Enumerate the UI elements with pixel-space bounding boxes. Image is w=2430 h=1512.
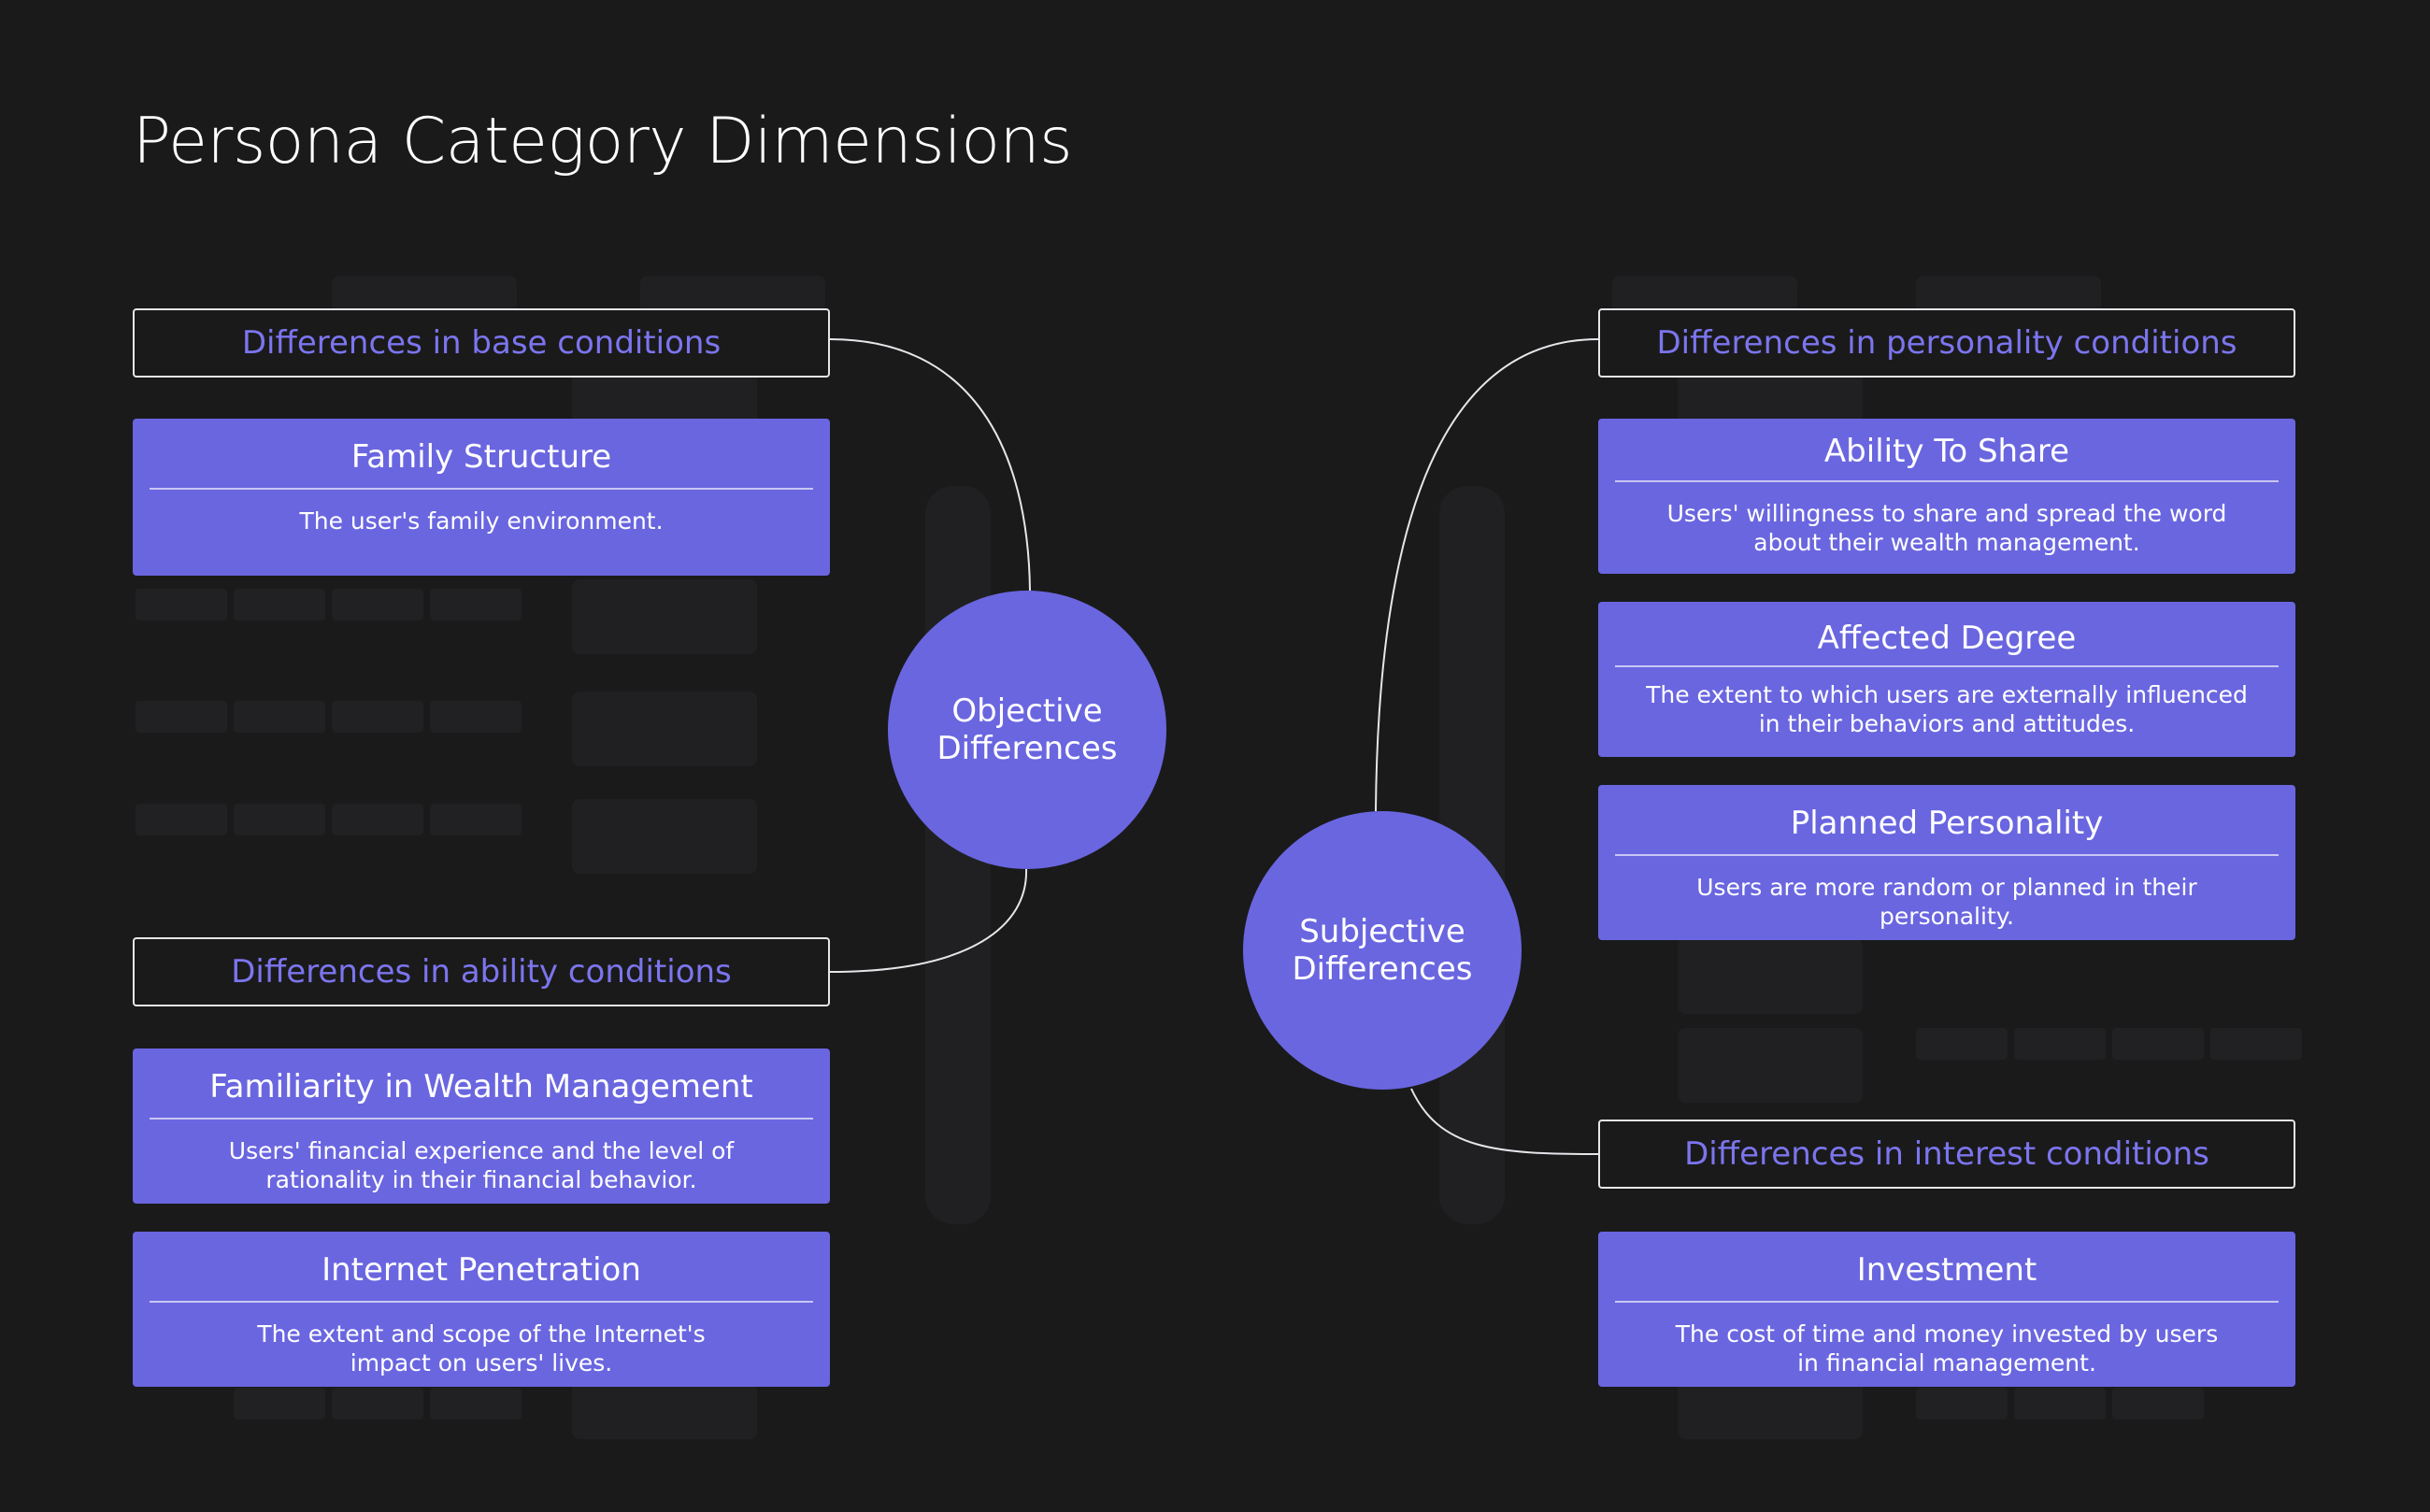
card-title: Family Structure <box>350 438 612 476</box>
card-title: Investment <box>1856 1251 2037 1289</box>
card-description: The user's family environment. <box>271 506 691 535</box>
subjective-differences-hub: Subjective Differences <box>1243 811 1522 1090</box>
card-desc-line: Users are more random or planned in thei… <box>1696 874 2197 930</box>
card-desc-line: The user's family environment. <box>299 507 664 535</box>
hub-line-1: Objective <box>951 692 1103 730</box>
card-title: Ability To Share <box>1823 433 2070 470</box>
card-family-structure: Family Structure The user's family envir… <box>133 419 830 576</box>
card-desc-line: The extent to which users are externally… <box>1646 681 2248 708</box>
group-header-base-conditions: Differences in base conditions <box>133 308 830 378</box>
card-affected-degree: Affected Degree The extent to which user… <box>1598 602 2295 757</box>
card-title: Planned Personality <box>1790 805 2104 842</box>
card-divider <box>150 1118 813 1120</box>
card-title: Affected Degree <box>1817 620 2077 657</box>
objective-differences-hub: Objective Differences <box>888 591 1166 869</box>
card-description: Users' willingness to share and spread t… <box>1639 499 2255 557</box>
group-header-label: Differences in base conditions <box>241 324 722 362</box>
card-description: Users are more random or planned in thei… <box>1598 873 2295 931</box>
card-desc-line: The extent and scope of the Internet's <box>257 1320 706 1348</box>
connector-interest <box>1410 1088 1599 1155</box>
card-internet-penetration: Internet Penetration The extent and scop… <box>133 1232 830 1387</box>
group-header-interest-conditions: Differences in interest conditions <box>1598 1120 2295 1189</box>
card-title: Internet Penetration <box>322 1251 641 1289</box>
card-title: Familiarity in Wealth Management <box>209 1068 753 1105</box>
card-desc-line: Users' willingness to share and spread t… <box>1666 500 2227 527</box>
card-divider <box>1615 480 2279 482</box>
connector-base <box>829 338 1031 592</box>
card-desc-line: in their behaviors and attitudes. <box>1758 710 2136 737</box>
card-ability-to-share: Ability To Share Users' willingness to s… <box>1598 419 2295 574</box>
connector-ability <box>829 868 1028 973</box>
card-desc-line: rationality in their financial behavior. <box>265 1166 697 1193</box>
card-desc-line: about their wealth management. <box>1753 529 2140 556</box>
card-desc-line: in financial management. <box>1797 1349 2096 1376</box>
card-desc-line: Users' financial experience and the leve… <box>228 1137 735 1164</box>
card-divider <box>1615 854 2279 856</box>
card-desc-line: impact on users' lives. <box>350 1349 613 1376</box>
group-header-personality-conditions: Differences in personality conditions <box>1598 308 2295 378</box>
card-investment: Investment The cost of time and money in… <box>1598 1232 2295 1387</box>
card-divider <box>150 488 813 490</box>
group-header-label: Differences in personality conditions <box>1656 324 2237 362</box>
card-planned-personality: Planned Personality Users are more rando… <box>1598 785 2295 940</box>
card-divider <box>1615 665 2279 667</box>
page-title: Persona Category Dimensions <box>133 105 1073 178</box>
group-header-label: Differences in ability conditions <box>231 953 732 991</box>
hub-line-1: Subjective <box>1299 913 1465 950</box>
card-description: The extent to which users are externally… <box>1618 680 2276 738</box>
card-description: The extent and scope of the Internet's i… <box>229 1319 733 1377</box>
card-divider <box>150 1301 813 1303</box>
card-divider <box>1615 1301 2279 1303</box>
group-header-ability-conditions: Differences in ability conditions <box>133 937 830 1006</box>
hub-line-2: Differences <box>1292 950 1473 988</box>
card-description: The cost of time and money invested by u… <box>1648 1319 2246 1377</box>
card-description: Users' financial experience and the leve… <box>201 1136 762 1194</box>
hub-line-2: Differences <box>936 730 1118 767</box>
card-desc-line: The cost of time and money invested by u… <box>1675 1320 2219 1348</box>
connector-personality <box>1375 338 1599 812</box>
card-familiarity-wealth-management: Familiarity in Wealth Management Users' … <box>133 1048 830 1204</box>
group-header-label: Differences in interest conditions <box>1684 1135 2209 1173</box>
